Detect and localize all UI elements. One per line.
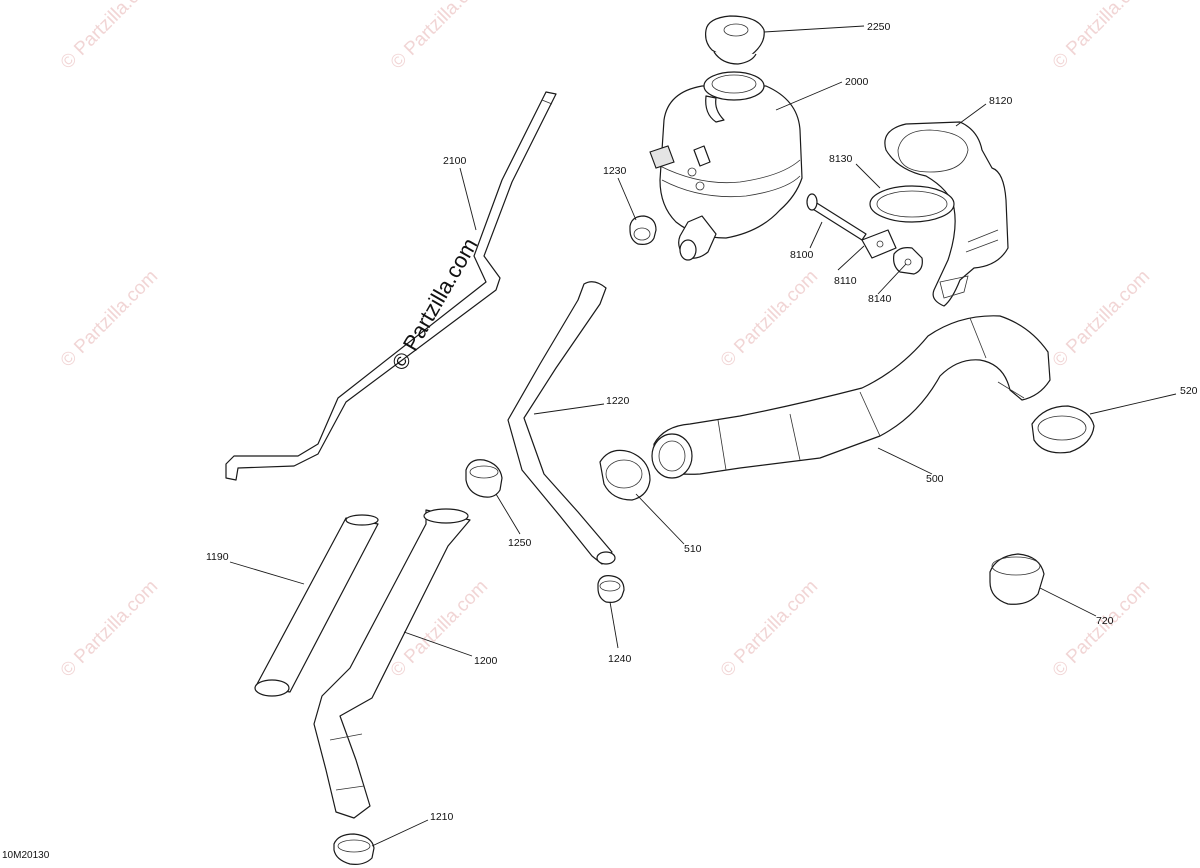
part-1250-clamp[interactable] [465,459,503,498]
callout-8110[interactable]: 8110 [834,275,857,287]
part-8140-plate[interactable] [893,247,923,275]
watermark: © Partzilla.com [1049,266,1154,371]
part-720-clamp[interactable] [989,553,1045,605]
part-2000-coolant-reservoir[interactable] [649,71,803,261]
diagram-code: 10M20130 [2,850,50,861]
callout-720[interactable]: 720 [1096,615,1114,627]
callout-8140[interactable]: 8140 [868,293,892,305]
callout-1240[interactable]: 1240 [608,653,632,665]
callout-1230[interactable]: 1230 [603,165,627,177]
callout-1250[interactable]: 1250 [508,537,532,549]
leader-lines [229,25,1177,847]
watermark: © Partzilla.com [387,0,492,74]
callout-500[interactable]: 500 [926,473,944,485]
part-2250-pressure-cap[interactable] [705,15,765,65]
part-1240-clamp[interactable] [597,575,625,603]
part-1200-pipe[interactable] [313,508,471,819]
part-8110-plate[interactable] [861,229,897,259]
part-520-clamp[interactable] [1031,405,1095,454]
callout-2250[interactable]: 2250 [867,21,891,33]
part-510-clamp[interactable] [599,449,651,501]
callout-1190[interactable]: 1190 [206,551,229,563]
part-1210-clamp[interactable] [333,833,375,865]
callout-8120[interactable]: 8120 [989,95,1013,107]
callout-1200[interactable]: 1200 [474,655,498,667]
callout-labels: 2250 2000 8120 2100 1230 8130 8100 8110 … [206,21,1198,823]
watermark: © Partzilla.com [57,266,162,371]
part-500-radiator-hose[interactable] [651,315,1051,479]
watermark: © Partzilla.com [57,0,162,74]
part-2100-overflow-hose[interactable] [225,91,557,481]
part-1230-clamp[interactable] [629,215,657,245]
part-1220-bypass-hose[interactable] [507,281,616,565]
part-1190-pipe[interactable] [254,514,379,697]
watermark: © Partzilla.com [1049,576,1154,681]
callout-1220[interactable]: 1220 [606,395,630,407]
callout-2000[interactable]: 2000 [845,76,869,88]
watermark: © Partzilla.com [717,266,822,371]
callout-2100[interactable]: 2100 [443,155,467,167]
watermark: © Partzilla.com [717,576,822,681]
callout-8100[interactable]: 8100 [790,249,814,261]
part-8100-bolt[interactable] [806,193,867,241]
watermark: © Partzilla.com [1049,0,1154,74]
watermark: © Partzilla.com [57,576,162,681]
callout-520[interactable]: 520 [1180,385,1198,397]
part-8130-o-ring[interactable] [869,185,955,223]
callout-510[interactable]: 510 [684,543,702,555]
callout-8130[interactable]: 8130 [829,153,853,165]
callout-1210[interactable]: 1210 [430,811,454,823]
